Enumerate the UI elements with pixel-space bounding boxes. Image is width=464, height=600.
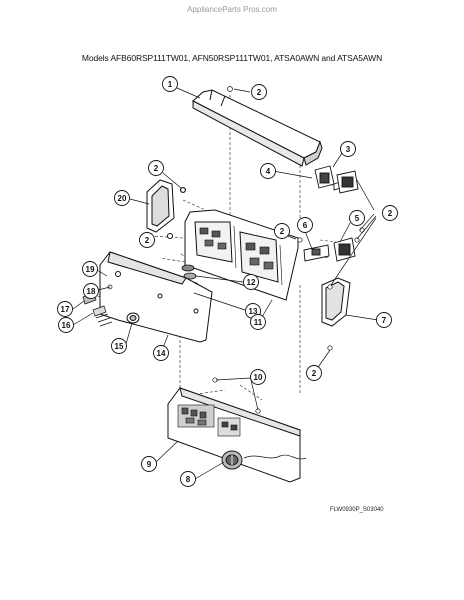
part-selector-switch — [333, 237, 356, 262]
part-switch-plate — [303, 244, 330, 262]
callout-label: 13 — [249, 307, 258, 316]
callout-19: 19 — [82, 261, 98, 277]
callout-label: 19 — [86, 265, 95, 274]
callout-1: 1 — [162, 76, 178, 92]
callout-11: 11 — [250, 314, 266, 330]
callout-label: 2 — [312, 369, 317, 378]
callout-circle — [148, 160, 164, 176]
callout-circle — [114, 190, 130, 206]
callout-17: 17 — [57, 301, 73, 317]
callout-18: 18 — [83, 283, 99, 299]
part-control-panel-frame — [184, 209, 299, 301]
callout-circle — [153, 345, 169, 361]
callout-label: 7 — [382, 316, 387, 325]
callout-2: 2 — [148, 160, 164, 176]
callout-label: 6 — [303, 221, 308, 230]
callout-label: 14 — [157, 349, 166, 358]
callout-circle — [83, 283, 99, 299]
part-left-end-cap — [146, 179, 186, 239]
callout-circle — [250, 369, 266, 385]
callout-4: 4 — [260, 163, 276, 179]
callout-circle — [376, 312, 392, 328]
callout-9: 9 — [141, 456, 157, 472]
callout-20: 20 — [114, 190, 130, 206]
callout-16: 16 — [58, 317, 74, 333]
callout-label: 2 — [145, 236, 150, 245]
callout-circle — [141, 456, 157, 472]
callout-10: 10 — [250, 369, 266, 385]
callout-circle — [139, 232, 155, 248]
callout-label: 9 — [147, 460, 152, 469]
part-push-button-switch — [336, 170, 359, 194]
callout-circle — [162, 76, 178, 92]
callout-circle — [243, 274, 259, 290]
callout-6: 6 — [297, 217, 313, 233]
part-right-end-cap — [321, 277, 351, 327]
callout-circle — [382, 205, 398, 221]
callout-8: 8 — [180, 471, 196, 487]
callout-2: 2 — [274, 223, 290, 239]
callout-circle — [111, 338, 127, 354]
callout-2: 2 — [306, 365, 322, 381]
callout-label: 12 — [247, 278, 256, 287]
callout-circle — [250, 314, 266, 330]
callout-label: 10 — [254, 373, 263, 382]
callout-5: 5 — [349, 210, 365, 226]
callout-label: 4 — [266, 167, 271, 176]
callout-2: 2 — [382, 205, 398, 221]
callout-circle — [58, 317, 74, 333]
callout-12: 12 — [243, 274, 259, 290]
drawing-id: FLW0930P_S03040 — [330, 507, 384, 513]
part-timer-dial — [221, 450, 307, 470]
callout-14: 14 — [153, 345, 169, 361]
diagram-title: Models AFB60RSP111TW01, AFN50RSP111TW01,… — [81, 53, 383, 63]
callout-label: 3 — [346, 145, 351, 154]
callout-label: 8 — [186, 475, 191, 484]
callout-circle — [260, 163, 276, 179]
callout-15: 15 — [111, 338, 127, 354]
callout-label: 2 — [257, 88, 262, 97]
watermark: ApplianceParts Pros.com — [187, 5, 277, 14]
callout-3: 3 — [340, 141, 356, 157]
callout-2: 2 — [139, 232, 155, 248]
callout-circle — [349, 210, 365, 226]
callout-label: 2 — [280, 227, 285, 236]
callout-circle — [57, 301, 73, 317]
part-switch-bracket — [314, 165, 341, 191]
callout-label: 11 — [254, 318, 263, 327]
part-front-console-panel — [99, 251, 213, 343]
callout-7: 7 — [376, 312, 392, 328]
callout-label: 16 — [62, 321, 71, 330]
callout-label: 20 — [118, 194, 127, 203]
callout-label: 18 — [87, 287, 96, 296]
callout-circle — [297, 217, 313, 233]
part-lower-panel-board — [167, 387, 301, 483]
callout-label: 2 — [154, 164, 159, 173]
part-console-top-cover — [192, 89, 323, 167]
callout-circle — [274, 223, 290, 239]
callout-circle — [82, 261, 98, 277]
callout-label: 1 — [168, 80, 173, 89]
callout-label: 2 — [388, 209, 393, 218]
callout-circle — [306, 365, 322, 381]
callout-label: 17 — [61, 305, 70, 314]
callout-2: 2 — [251, 84, 267, 100]
callout-circle — [251, 84, 267, 100]
callout-circle — [180, 471, 196, 487]
callout-label: 5 — [355, 214, 360, 223]
callout-circle — [340, 141, 356, 157]
callout-label: 15 — [115, 342, 124, 351]
